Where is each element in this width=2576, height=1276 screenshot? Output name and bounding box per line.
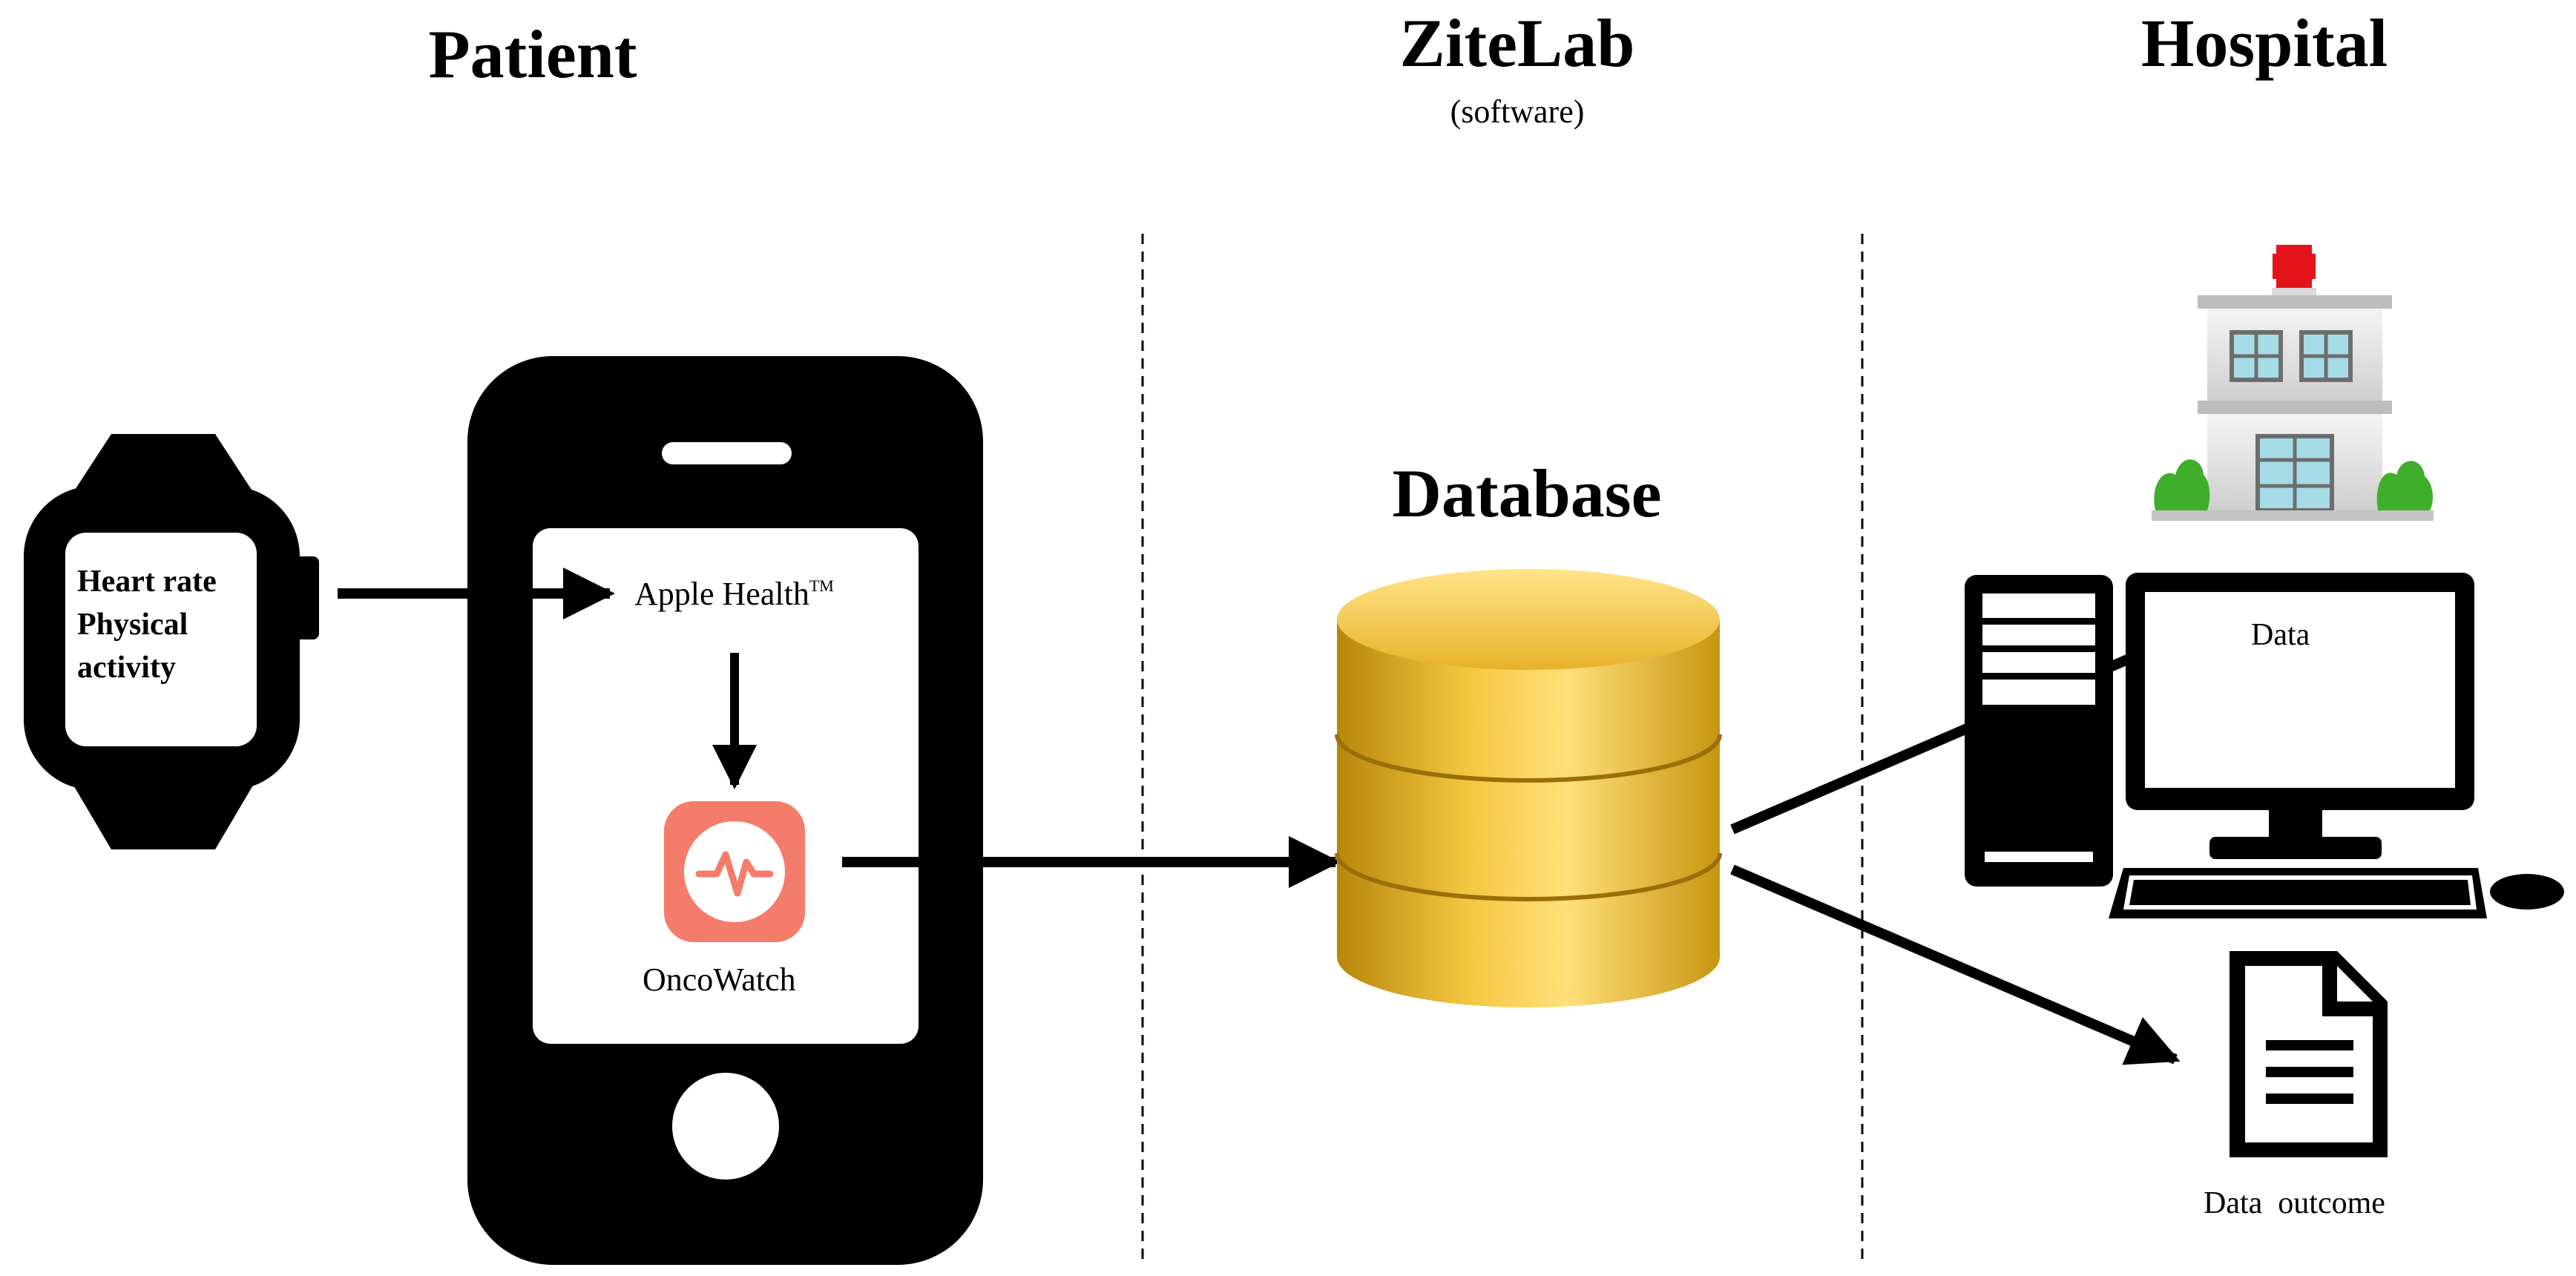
oncowatch-label: OncoWatch: [643, 961, 796, 998]
arrow-database-to-computer: [1730, 625, 2200, 835]
keyboard-icon: [2109, 868, 2487, 918]
hospital-header: Hospital: [2140, 5, 2388, 81]
apple-health-text: Apple Health: [634, 576, 809, 612]
zitelab-subtitle: (software): [1450, 93, 1585, 130]
database-title: Database: [1392, 456, 1662, 531]
computer-monitor-icon: [2126, 573, 2474, 859]
apple-health-trademark: TM: [809, 576, 834, 595]
hospital-building-icon: [2152, 245, 2434, 521]
computer-tower-icon: [1965, 575, 2113, 887]
database-icon: [1335, 569, 1722, 1007]
watch-physical-label: Physical: [77, 608, 188, 642]
arrow-database-to-document: [1730, 864, 2181, 1065]
apple-health-label: Apple HealthTM: [634, 575, 834, 613]
patient-header: Patient: [428, 16, 637, 92]
oncowatch-app-icon: [664, 801, 805, 942]
smartwatch-icon: [24, 434, 319, 849]
mouse-icon: [2490, 874, 2564, 910]
watch-activity-label: activity: [77, 651, 176, 685]
data-outcome-label: Data outcome: [2204, 1186, 2385, 1220]
zitelab-header: ZiteLab: [1399, 5, 1635, 81]
watch-heart-rate-label: Heart rate: [77, 565, 217, 599]
document-icon: [2230, 951, 2388, 1157]
computer-screen-data-label: Data: [2251, 618, 2310, 652]
